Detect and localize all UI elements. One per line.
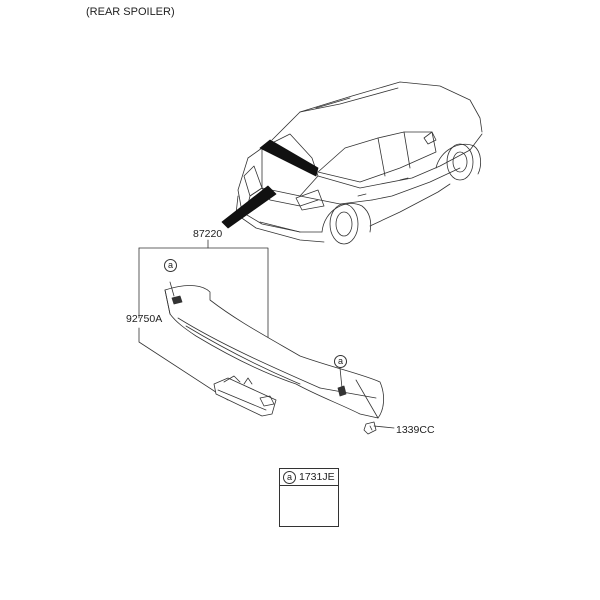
callout-nut: 1339CC xyxy=(396,424,435,436)
fastener-marker-right: a xyxy=(334,355,347,368)
diagram-title: (REAR SPOILER) xyxy=(86,6,175,18)
callout-spoiler-assembly: 87220 xyxy=(193,228,223,240)
nut-part xyxy=(363,421,395,435)
stop-lamp-part xyxy=(213,375,277,417)
callout-stop-lamp: 92750A xyxy=(126,313,163,325)
spoiler-part xyxy=(164,281,384,419)
legend-part-number: 1731JE xyxy=(299,471,335,483)
spoiler-highlight xyxy=(221,139,319,229)
assembly-bracket xyxy=(138,239,269,401)
legend-marker: a xyxy=(283,471,296,484)
legend-header: a 1731JE xyxy=(280,469,338,486)
vehicle-illustration xyxy=(235,81,483,245)
fastener-legend: a 1731JE xyxy=(279,468,339,527)
fastener-marker-left: a xyxy=(164,259,177,272)
